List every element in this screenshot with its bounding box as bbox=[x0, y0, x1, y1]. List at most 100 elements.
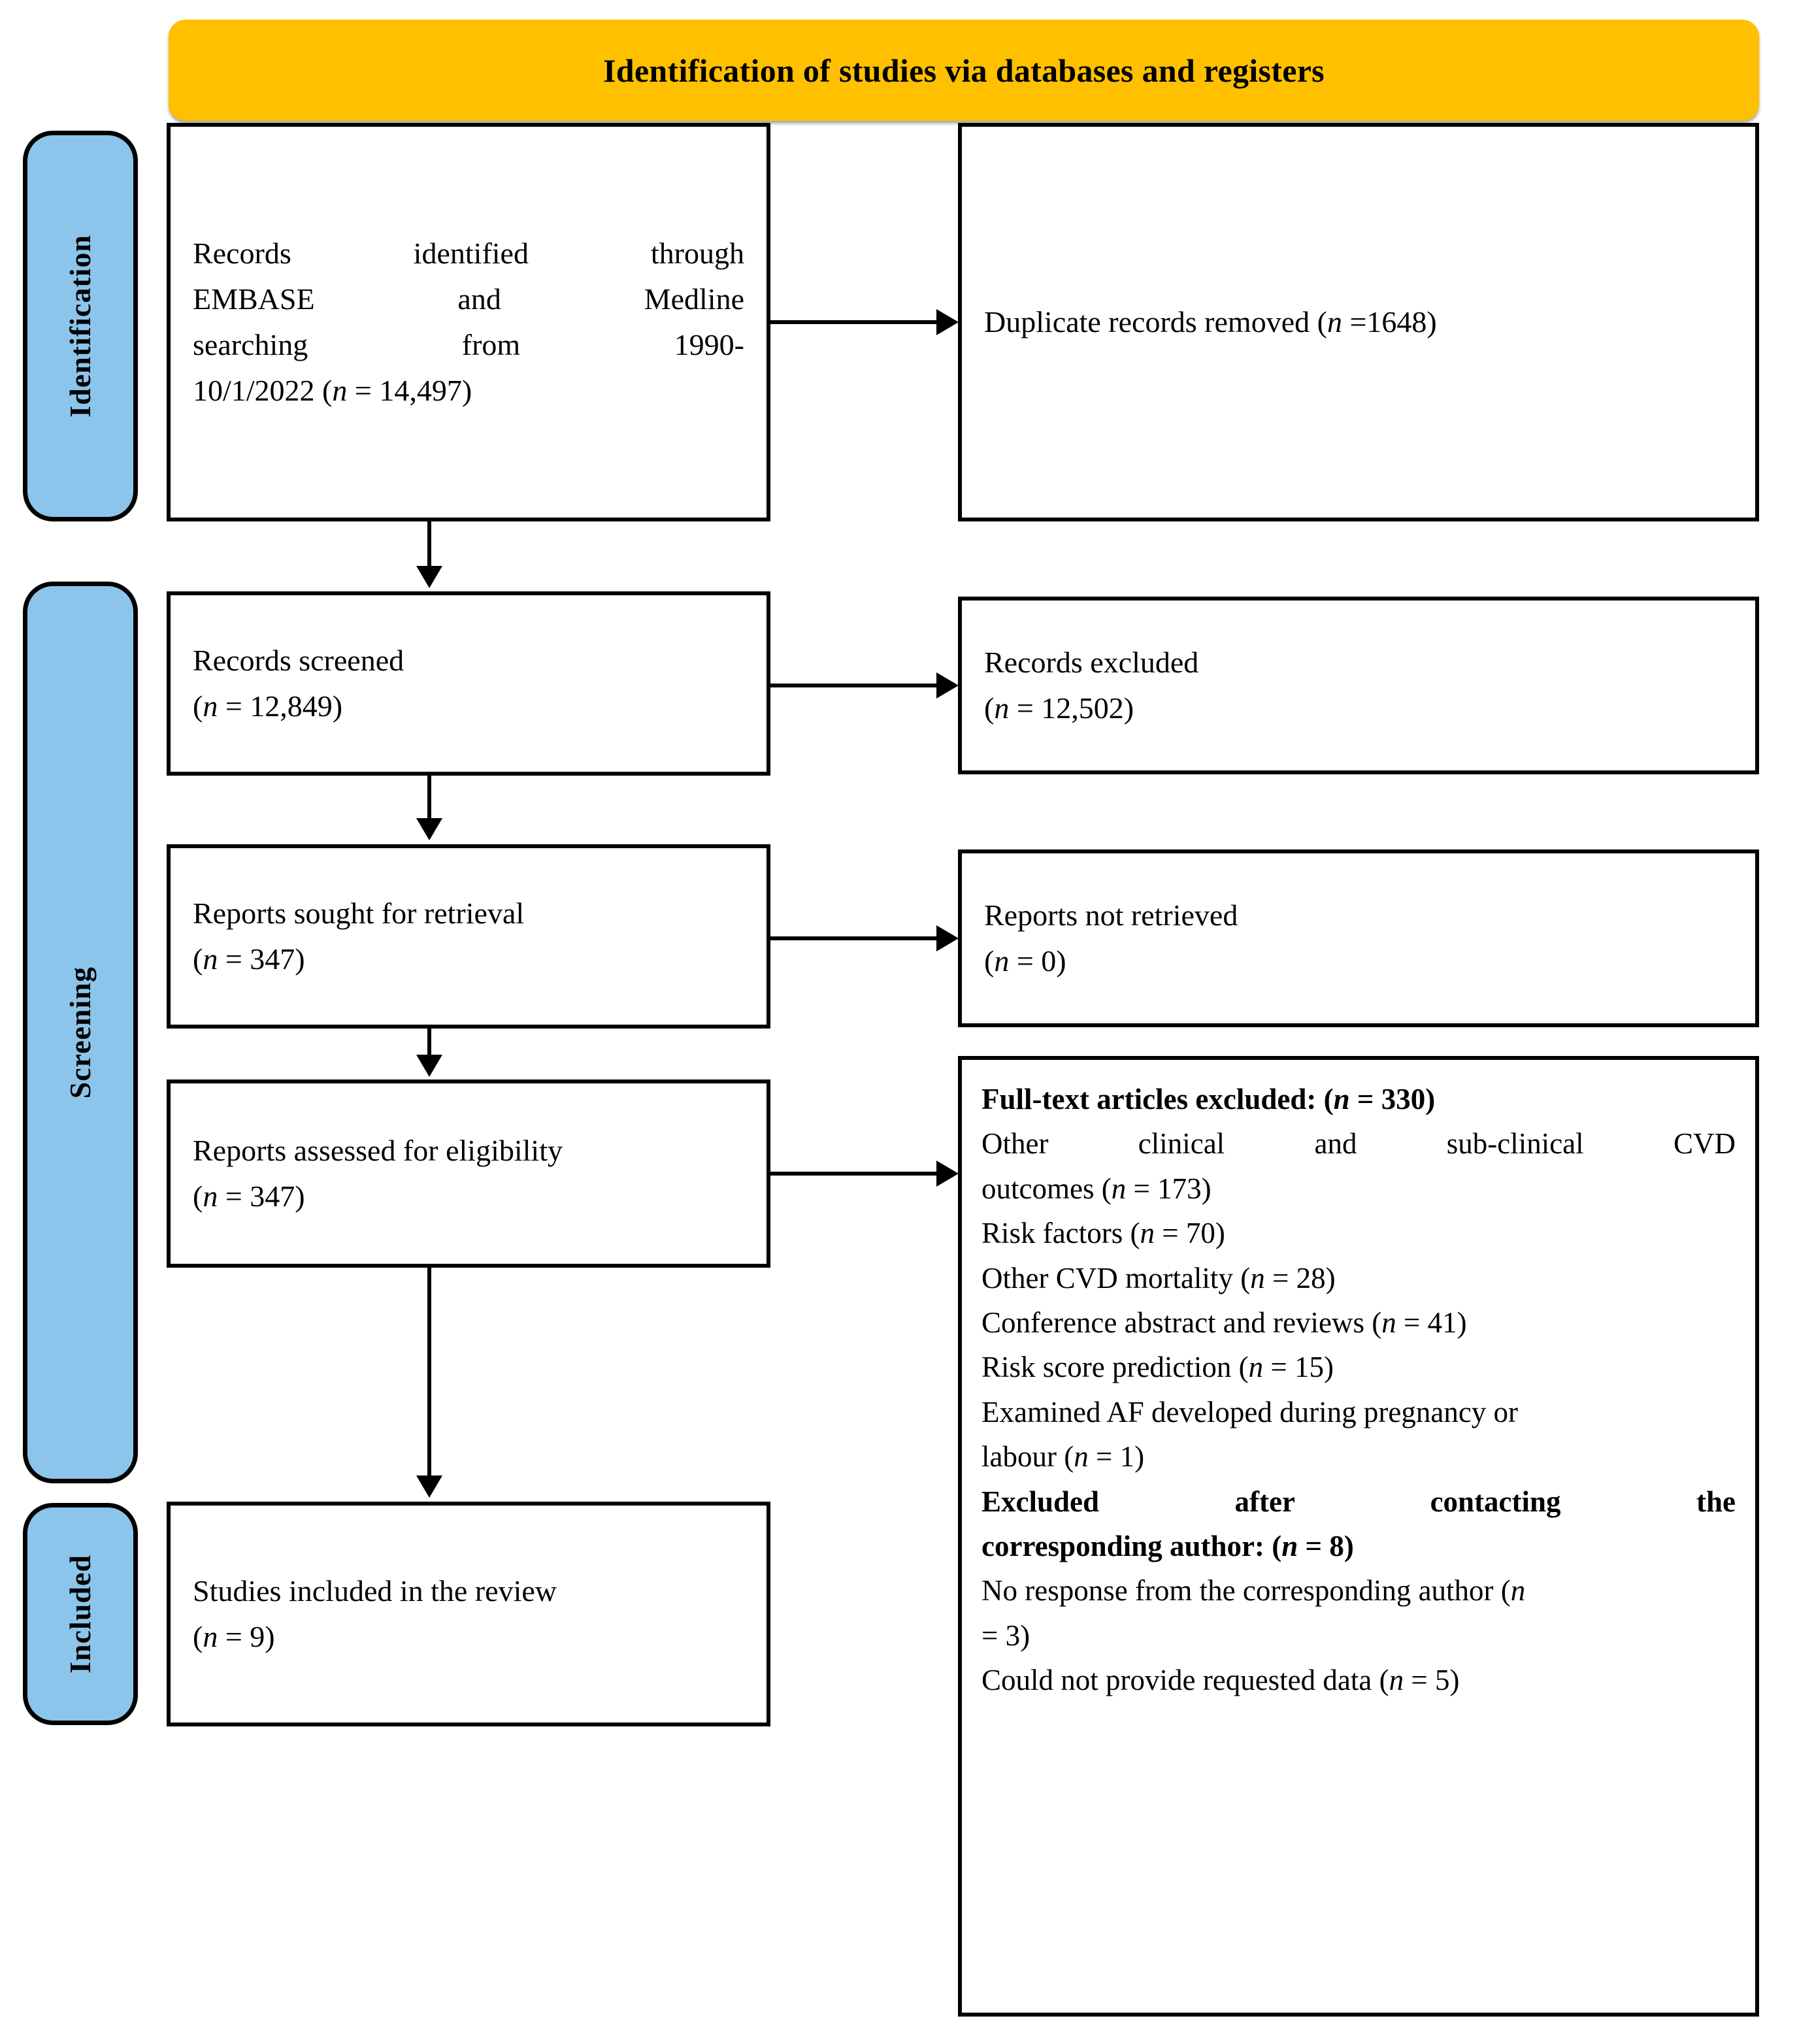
fulltext-reason8-pre: Could not provide requested data ( bbox=[981, 1664, 1389, 1697]
fulltext-reason5: Risk score prediction (n = 15) bbox=[981, 1345, 1736, 1389]
studies-included-count-pre: ( bbox=[193, 1620, 203, 1653]
records-screened-count: (n = 12,849) bbox=[193, 684, 744, 729]
records-identified-line2: EMBASE and Medline bbox=[193, 282, 744, 316]
connector-identified-to-duplicates bbox=[770, 320, 940, 324]
studies-included-count: (n = 9) bbox=[193, 1614, 744, 1660]
fulltext-reason4-pre: Conference abstract and reviews ( bbox=[981, 1306, 1382, 1339]
studies-included-n-symbol: n bbox=[203, 1620, 218, 1653]
reports-assessed-label: Reports assessed for eligibility bbox=[193, 1134, 563, 1168]
box-studies-included: Studies included in the review (n = 9) bbox=[167, 1502, 770, 1726]
fulltext-subheading-post: = 8) bbox=[1298, 1529, 1354, 1562]
fulltext-reason6-post: = 1) bbox=[1088, 1440, 1145, 1474]
reports-not-retrieved-n-symbol: n bbox=[994, 944, 1010, 978]
duplicate-records-pre: Duplicate records removed ( bbox=[984, 305, 1327, 339]
reports-assessed-n-symbol: n bbox=[203, 1179, 218, 1213]
box-records-screened: Records screened (n = 12,849) bbox=[167, 591, 770, 776]
studies-included-count-post: = 9) bbox=[218, 1620, 275, 1653]
phase-chip-identification: Identification bbox=[23, 131, 138, 521]
phase-label-identification: Identification bbox=[63, 235, 97, 418]
fulltext-reason8: Could not provide requested data (n = 5) bbox=[981, 1658, 1736, 1702]
box-records-identified: Records identified through EMBASE and Me… bbox=[167, 123, 770, 521]
reports-sought-n-symbol: n bbox=[203, 942, 218, 976]
fulltext-reason2: Risk factors (n = 70) bbox=[981, 1211, 1736, 1255]
records-identified-line1: Records identified through bbox=[193, 237, 744, 271]
fulltext-reason3: Other CVD mortality (n = 28) bbox=[981, 1256, 1736, 1300]
fulltext-reason1-line2: outcomes (n = 173) bbox=[981, 1166, 1736, 1211]
fulltext-reason4-post: = 41) bbox=[1396, 1306, 1467, 1339]
reports-assessed-count-pre: ( bbox=[193, 1179, 203, 1213]
fulltext-reason7-n-symbol: n bbox=[1510, 1574, 1526, 1607]
fulltext-reason7-pre: No response from the corresponding autho… bbox=[981, 1574, 1511, 1607]
records-identified-count-post: = 14,497) bbox=[347, 373, 472, 407]
fulltext-heading-n-symbol: n bbox=[1333, 1083, 1350, 1115]
arrowhead-sought-to-assessed bbox=[416, 1055, 442, 1077]
records-screened-count-post: = 12,849) bbox=[218, 689, 343, 723]
fulltext-reason4-n-symbol: n bbox=[1381, 1306, 1396, 1339]
arrowhead-screened-to-sought bbox=[416, 818, 442, 840]
connector-screened-to-excluded bbox=[770, 684, 940, 687]
banner-title: Identification of studies via databases … bbox=[603, 52, 1325, 89]
reports-sought-count-post: = 347) bbox=[218, 942, 305, 976]
fulltext-heading-pre: Full-text articles excluded: ( bbox=[981, 1083, 1334, 1115]
connector-assessed-to-included bbox=[427, 1268, 431, 1478]
reports-not-retrieved-count-post: = 0) bbox=[1009, 944, 1066, 978]
reports-not-retrieved-count-pre: ( bbox=[984, 944, 995, 978]
fulltext-reason5-pre: Risk score prediction ( bbox=[981, 1351, 1249, 1384]
fulltext-reason7-line1: No response from the corresponding autho… bbox=[981, 1568, 1736, 1613]
reports-sought-count-pre: ( bbox=[193, 942, 203, 976]
reports-assessed-count: (n = 347) bbox=[193, 1174, 744, 1219]
arrowhead-assessed-to-included bbox=[416, 1475, 442, 1498]
fulltext-reason1-n-symbol: n bbox=[1111, 1172, 1127, 1205]
fulltext-reason8-n-symbol: n bbox=[1389, 1664, 1404, 1697]
records-identified-line4: 10/1/2022 (n = 14,497) bbox=[193, 368, 744, 414]
connector-assessed-to-fulltext bbox=[770, 1172, 940, 1176]
fulltext-reason2-post: = 70) bbox=[1154, 1217, 1225, 1250]
fulltext-reason1-pre: outcomes ( bbox=[981, 1172, 1112, 1205]
fulltext-reason2-pre: Risk factors ( bbox=[981, 1217, 1140, 1250]
fulltext-subheading-n-symbol: n bbox=[1281, 1529, 1298, 1562]
box-reports-assessed: Reports assessed for eligibility (n = 34… bbox=[167, 1080, 770, 1268]
fulltext-reason5-post: = 15) bbox=[1263, 1351, 1334, 1384]
fulltext-reason3-n-symbol: n bbox=[1250, 1261, 1265, 1294]
arrowhead-screened-to-excluded bbox=[936, 672, 959, 699]
records-excluded-count-post: = 12,502) bbox=[1009, 691, 1134, 725]
duplicate-records-text: Duplicate records removed (n =1648) bbox=[984, 299, 1733, 345]
phase-chip-screening: Screening bbox=[23, 582, 138, 1483]
fulltext-reason6-pre: labour ( bbox=[981, 1440, 1074, 1474]
box-reports-sought: Reports sought for retrieval (n = 347) bbox=[167, 844, 770, 1029]
connector-sought-to-assessed bbox=[427, 1029, 431, 1057]
fulltext-subheading-line2: corresponding author: (n = 8) bbox=[981, 1524, 1736, 1568]
records-identified-line3: searching from 1990- bbox=[193, 328, 744, 361]
records-excluded-n-symbol: n bbox=[994, 691, 1010, 725]
reports-sought-label: Reports sought for retrieval bbox=[193, 897, 525, 931]
fulltext-subheading-line1: Excluded after contacting the bbox=[981, 1485, 1736, 1518]
reports-not-retrieved-count: (n = 0) bbox=[984, 938, 1733, 984]
duplicate-records-post: =1648) bbox=[1342, 305, 1437, 339]
fulltext-heading-post: = 330) bbox=[1349, 1083, 1436, 1115]
fulltext-reason4: Conference abstract and reviews (n = 41) bbox=[981, 1300, 1736, 1345]
fulltext-reason1-line1: Other clinical and sub-clinical CVD bbox=[981, 1127, 1736, 1161]
fulltext-reason5-n-symbol: n bbox=[1248, 1351, 1264, 1384]
fulltext-heading: Full-text articles excluded: (n = 330) bbox=[981, 1077, 1736, 1121]
records-excluded-label: Records excluded bbox=[984, 646, 1199, 680]
diagram-banner: Identification of studies via databases … bbox=[169, 20, 1759, 121]
fulltext-reason3-pre: Other CVD mortality ( bbox=[981, 1261, 1251, 1294]
fulltext-subheading-pre: corresponding author: ( bbox=[981, 1529, 1282, 1562]
records-identified-n-symbol: n bbox=[332, 373, 348, 407]
connector-sought-to-not-retrieved bbox=[770, 936, 940, 940]
records-screened-count-pre: ( bbox=[193, 689, 203, 723]
box-duplicate-records-removed: Duplicate records removed (n =1648) bbox=[958, 123, 1759, 521]
reports-not-retrieved-label: Reports not retrieved bbox=[984, 898, 1238, 932]
box-records-excluded: Records excluded (n = 12,502) bbox=[958, 597, 1759, 774]
fulltext-reason3-post: = 28) bbox=[1264, 1261, 1336, 1294]
phase-label-included: Included bbox=[63, 1555, 97, 1673]
records-screened-label: Records screened bbox=[193, 644, 404, 678]
reports-sought-count: (n = 347) bbox=[193, 936, 744, 982]
fulltext-reason7-line2: = 3) bbox=[981, 1619, 1030, 1652]
duplicate-records-n-symbol: n bbox=[1327, 305, 1342, 339]
box-reports-not-retrieved: Reports not retrieved (n = 0) bbox=[958, 849, 1759, 1027]
arrowhead-identified-to-screened bbox=[416, 566, 442, 588]
connector-screened-to-sought bbox=[427, 776, 431, 820]
studies-included-label: Studies included in the review bbox=[193, 1574, 557, 1608]
